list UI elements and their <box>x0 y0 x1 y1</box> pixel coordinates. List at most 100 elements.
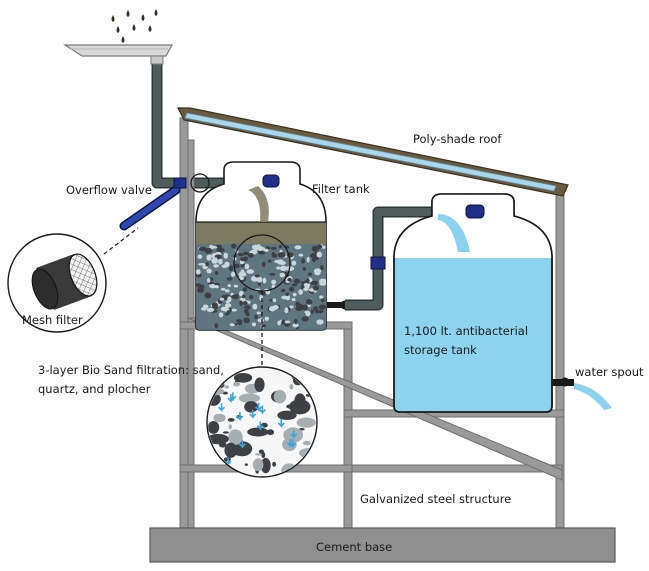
gravel-stone <box>278 261 287 265</box>
gravel-stone <box>204 247 213 254</box>
gravel-stone <box>289 305 294 309</box>
gravel-stone <box>263 248 269 252</box>
gravel-stone <box>221 264 227 269</box>
gravel-stone <box>196 282 201 288</box>
water-flow-arrow <box>238 439 246 449</box>
zoom-stone <box>224 442 238 458</box>
gravel-stone <box>251 322 257 327</box>
zoom-stone <box>295 372 301 378</box>
gravel-stone <box>201 307 207 311</box>
gravel-stone <box>242 301 248 306</box>
label-bio-sand-line2: quartz, and plocher <box>38 382 151 396</box>
water-flow-arrow <box>277 418 285 428</box>
gravel-stone <box>220 287 226 291</box>
gravel-stone <box>298 289 303 295</box>
gravel-stone <box>233 284 239 288</box>
gravel-stone <box>209 283 216 289</box>
gravel-stone <box>261 324 267 328</box>
gravel-stone <box>270 246 277 250</box>
zoom-stone <box>233 373 253 383</box>
gravel-stone <box>217 248 225 252</box>
gravel-stone <box>257 318 265 323</box>
gravel-stone <box>304 310 309 314</box>
mesh-filter-callout <box>7 227 139 333</box>
water-flow-arrow <box>288 439 297 449</box>
zoom-stone <box>277 410 297 420</box>
gravel-stone <box>242 287 248 292</box>
gravel-stone <box>306 256 310 263</box>
zoom-stone <box>208 420 220 434</box>
gravel-stone <box>320 264 324 271</box>
valve-detail-circle <box>190 173 210 193</box>
gravel-stone <box>229 323 235 327</box>
gravel-stone <box>256 243 261 250</box>
gravel-stone <box>207 277 211 283</box>
cement-base <box>149 527 616 563</box>
gravel-stone <box>284 320 291 324</box>
zoom-stone <box>266 429 275 436</box>
zoom-stone <box>244 463 248 466</box>
label-cement-base: Cement base <box>316 540 392 554</box>
gravel-stone <box>234 263 240 269</box>
gravel-stone <box>227 296 232 303</box>
rain-gutter <box>62 44 174 57</box>
lower-crossbar-right <box>351 464 563 473</box>
mesh-icon <box>68 253 98 297</box>
zoom-stone <box>227 418 235 422</box>
spout-water-stream <box>574 383 612 410</box>
gravel-stone <box>256 276 263 283</box>
gravel-stone <box>302 287 309 291</box>
poly-shade-roof <box>177 107 569 197</box>
gravel-stone <box>319 295 324 299</box>
gravel-stone <box>284 307 289 314</box>
gravel-stone <box>320 297 325 303</box>
gravel-stone <box>277 320 281 326</box>
filter-float-valve <box>262 174 280 188</box>
gravel-stone <box>262 277 267 284</box>
zoom-stone <box>213 413 226 423</box>
water-flow-arrow <box>229 392 237 402</box>
gravel-stone <box>276 266 281 270</box>
water-flow-arrow <box>236 412 244 422</box>
gravel-stone <box>256 311 261 315</box>
gravel-stone <box>224 289 230 293</box>
gravel-stone <box>243 251 249 256</box>
zoom-stone <box>260 457 271 474</box>
gravel-stone <box>314 256 319 261</box>
gravel-stone <box>294 245 302 250</box>
gravel-stone <box>198 246 207 252</box>
gravel-stone <box>247 269 254 274</box>
zoom-stone <box>208 433 229 445</box>
gravel-stone <box>223 252 229 259</box>
gravel-stone <box>261 291 266 296</box>
zoom-stone <box>272 461 277 467</box>
gravel-stone <box>237 252 245 257</box>
gravel-stone <box>230 271 236 277</box>
gravel-stone <box>281 295 288 300</box>
gravel-stone <box>218 312 224 318</box>
label-storage-tank-line2: storage tank <box>404 343 477 357</box>
gravel-stone <box>215 244 222 248</box>
gravel-stone <box>314 270 321 276</box>
zoom-stone <box>222 431 229 434</box>
zoom-stone <box>238 393 260 403</box>
gravel-stone <box>310 253 317 259</box>
gravel-stone <box>227 284 232 288</box>
gravel-stone <box>304 280 310 283</box>
gravel-stone <box>310 309 314 314</box>
gravel-stone <box>221 295 226 299</box>
zoom-stone <box>247 427 269 437</box>
gravel-stone <box>281 288 286 293</box>
gravel-stone <box>301 258 306 264</box>
gravel-stone <box>228 265 234 272</box>
gravel-stone <box>279 265 288 272</box>
gravel-stone <box>264 316 269 321</box>
gravel-stone <box>292 323 299 328</box>
gravel-stone <box>318 304 326 310</box>
gravel-stone <box>288 286 295 292</box>
zoom-stone <box>254 377 265 392</box>
gravel-stone <box>277 252 286 258</box>
gravel-stone <box>247 252 254 258</box>
gravel-stone <box>254 274 260 278</box>
